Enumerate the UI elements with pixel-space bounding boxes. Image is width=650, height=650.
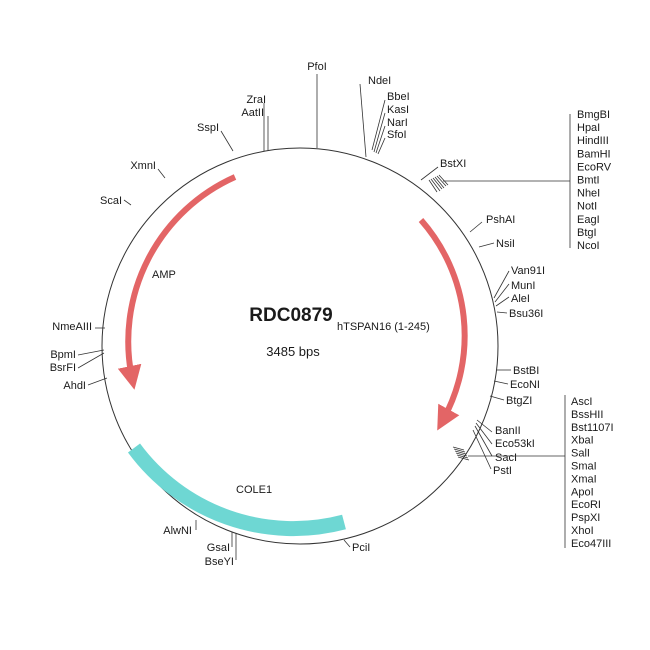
amp-label: AMP: [152, 269, 176, 281]
site-alei: AleI: [511, 293, 530, 305]
site-ndei: NdeI: [368, 75, 391, 87]
cole1-label: COLE1: [236, 484, 272, 496]
backbone-circle: [101, 147, 499, 545]
site-pspxi: PspXI: [571, 512, 600, 524]
site-bmti: BmtI: [577, 175, 600, 187]
site-noti: NotI: [577, 201, 597, 213]
plasmid-name: RDC0879: [249, 305, 332, 326]
site-sali: SalI: [571, 448, 590, 460]
site-aatii: AatII: [241, 107, 264, 119]
site-nsii: NsiI: [496, 238, 515, 250]
site-bamhi: BamHI: [577, 148, 611, 160]
site-econi: EcoNI: [510, 379, 540, 391]
cluster-bottom-labels: AscIBssHIIBst1107IXbaISalISmaIXmaIApoIEc…: [571, 396, 614, 550]
site-bstxi: BstXI: [440, 158, 466, 170]
site-van91i: Van91I: [511, 265, 545, 277]
site-bmgbi: BmgBI: [577, 109, 610, 121]
site-bpmi: BpmI: [50, 349, 76, 361]
site-sfoi: SfoI: [387, 129, 407, 141]
cole1-feature: [127, 443, 346, 537]
site-muni: MunI: [511, 280, 535, 292]
site-eco53ki: Eco53kI: [495, 438, 535, 450]
site-gsai: GsaI: [207, 542, 230, 554]
amp-arrow: [117, 174, 237, 390]
site-smai: SmaI: [571, 461, 597, 473]
site-bseyi: BseYI: [205, 556, 234, 568]
site-alwni: AlwNI: [163, 525, 192, 537]
site-bsshii: BssHII: [571, 409, 603, 421]
cut-tick-cluster-bottom: [452, 446, 470, 461]
site-xmai: XmaI: [571, 473, 597, 485]
site-pfoi: PfoI: [307, 61, 327, 73]
site-saci: SacI: [495, 452, 517, 464]
insert-arrow: [418, 218, 468, 431]
site-sspi: SspI: [197, 122, 219, 134]
site-bst1107i: Bst1107I: [571, 422, 614, 434]
site-btgi: BtgI: [577, 227, 597, 239]
site-banii: BanII: [495, 425, 521, 437]
site-zrai: ZraI: [246, 94, 266, 106]
site-ecorv: EcoRV: [577, 161, 612, 173]
site-scai: ScaI: [100, 195, 122, 207]
site-bsu36i: Bsu36I: [509, 308, 543, 320]
site-nhei: NheI: [577, 188, 600, 200]
site-ecori: EcoRI: [571, 499, 601, 511]
site-xhoi: XhoI: [571, 525, 594, 537]
site-hpai: HpaI: [577, 122, 600, 134]
site-eagi: EagI: [577, 214, 600, 226]
site-apoi: ApoI: [571, 486, 594, 498]
site-xbai: XbaI: [571, 435, 594, 447]
site-xmni: XmnI: [130, 160, 156, 172]
site-ncoi: NcoI: [577, 240, 600, 252]
site-pshai: PshAI: [486, 214, 515, 226]
site-pcii: PciI: [352, 542, 370, 554]
insert-label: hTSPAN16 (1-245): [337, 321, 430, 333]
site-ahdi: AhdI: [63, 380, 86, 392]
cut-tick-cluster-top: [428, 174, 449, 193]
site-bsrfi: BsrFI: [50, 362, 76, 374]
site-asci: AscI: [571, 396, 592, 408]
site-bbei: BbeI: [387, 91, 410, 103]
site-psti: PstI: [493, 465, 512, 477]
site-hindiii: HindIII: [577, 135, 609, 147]
site-eco47iii: Eco47III: [571, 538, 611, 550]
plasmid-size: 3485 bps: [266, 344, 320, 359]
site-btgzi: BtgZI: [506, 395, 532, 407]
site-nmeaiii: NmeAIII: [52, 321, 92, 333]
site-bstbi: BstBI: [513, 365, 539, 377]
site-kasi: KasI: [387, 104, 409, 116]
site-nari: NarI: [387, 117, 408, 129]
